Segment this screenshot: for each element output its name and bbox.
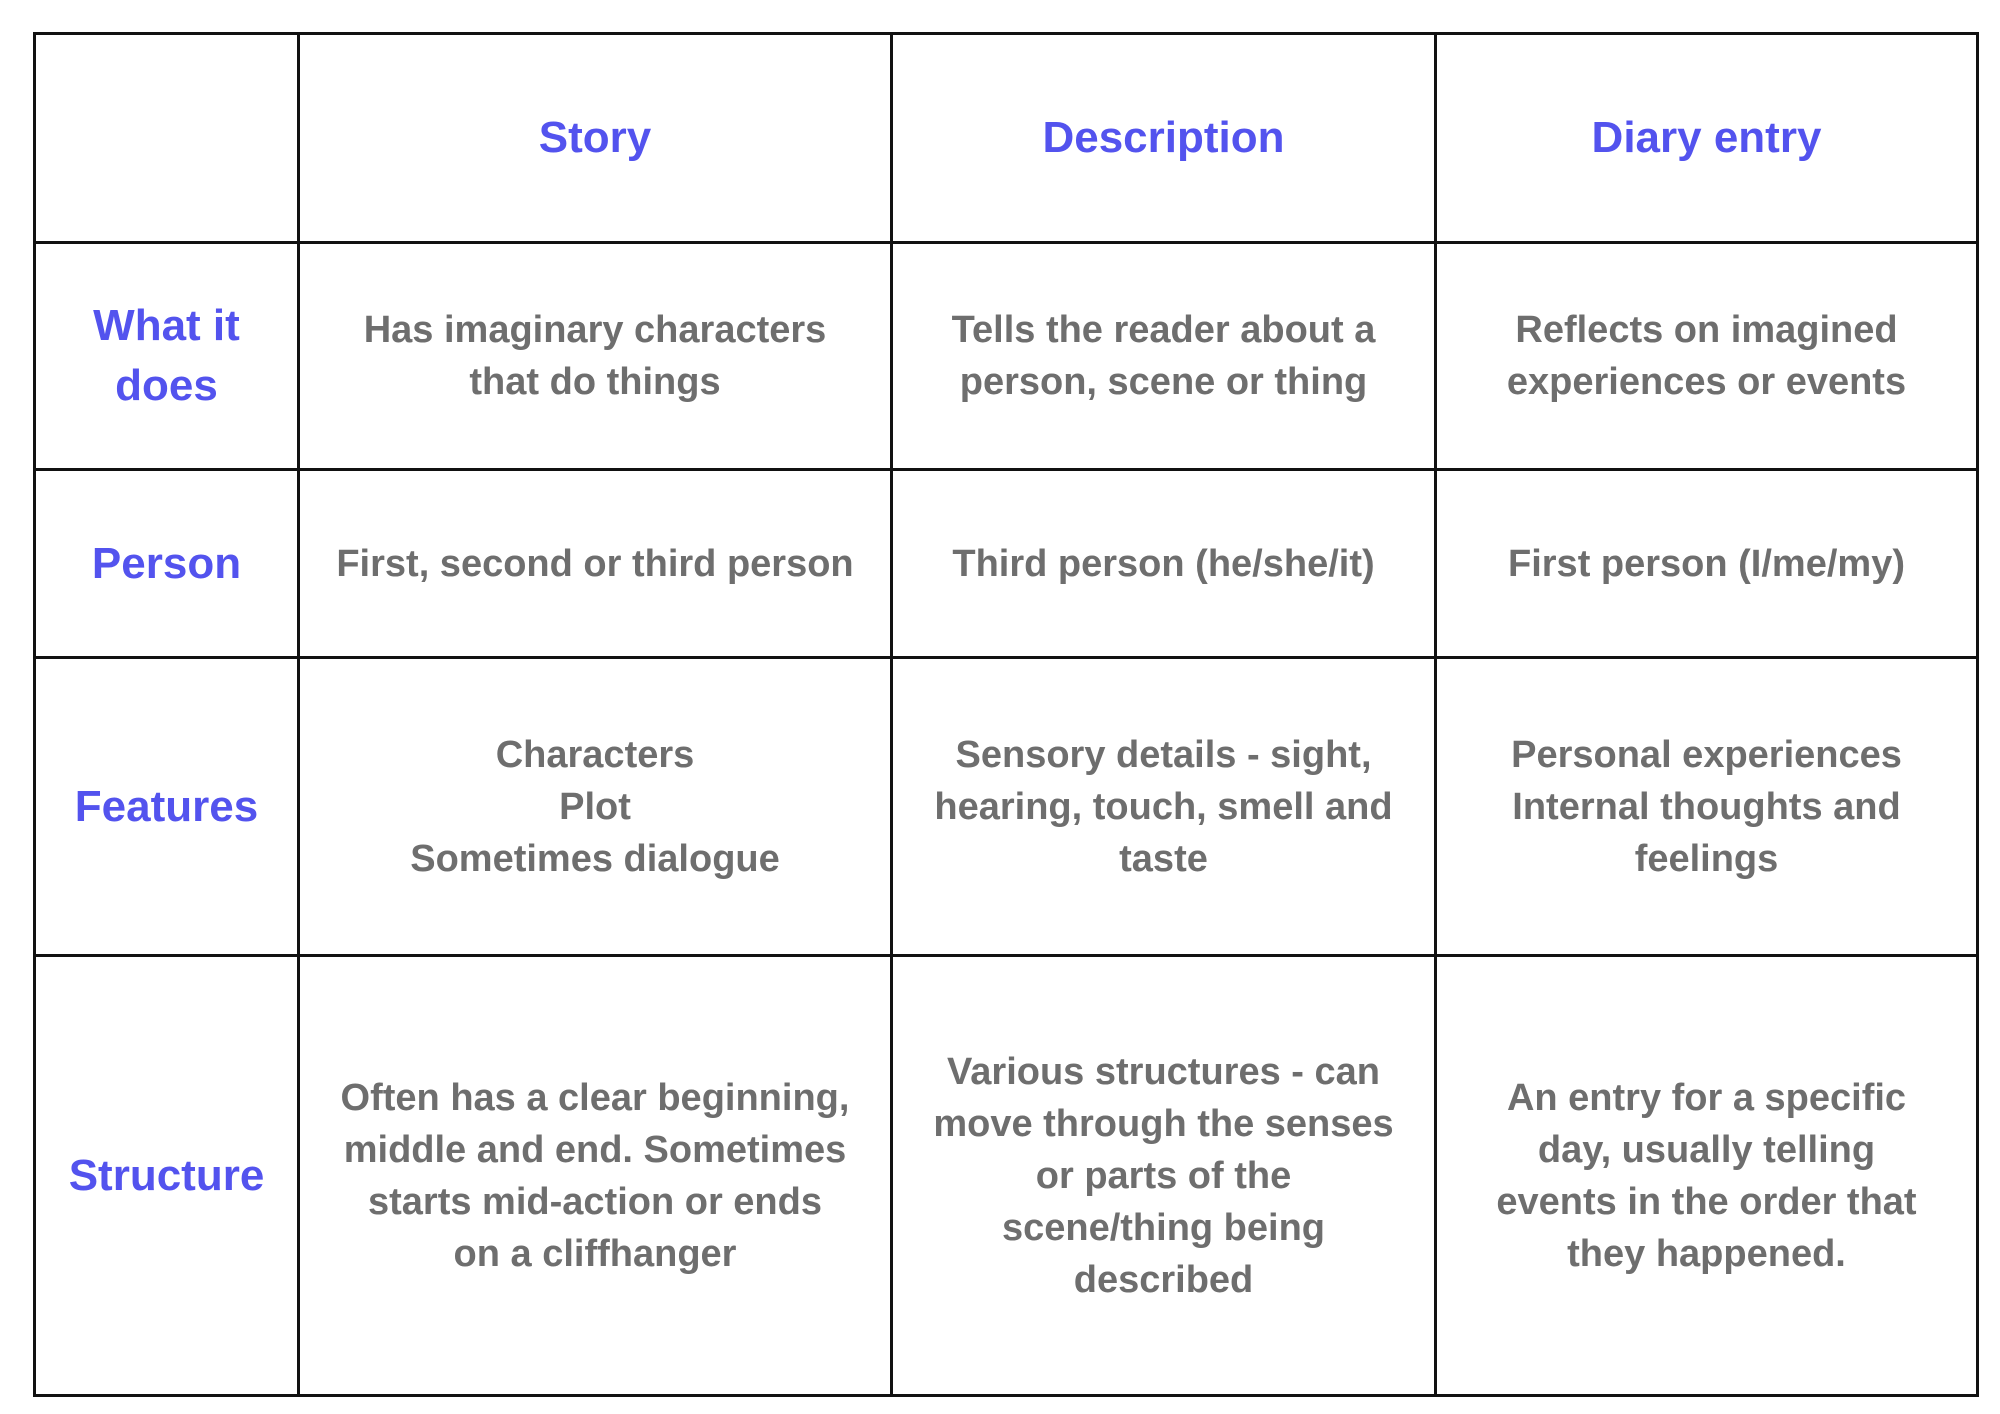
column-header: Diary entry xyxy=(1434,32,1979,244)
text-line: middle and end. Sometimes xyxy=(343,1128,847,1171)
text-line: Sensory details - sight, xyxy=(955,733,1372,776)
text-line: described xyxy=(1073,1258,1254,1301)
text-line: Sometimes dialogue xyxy=(410,837,780,880)
text-line: Reflects on imagined xyxy=(1515,309,1898,351)
table-row: Structure Often has a clear beginning, mid… xyxy=(33,954,1979,1397)
text-line: Third person (he/she/it) xyxy=(952,542,1375,585)
table-cell: Various structures - can move through the… xyxy=(890,954,1437,1397)
text-line: Features xyxy=(74,781,259,831)
text-line: hearing, touch, smell and xyxy=(934,785,1393,828)
table-row: Person First, second or third person Third… xyxy=(33,468,1979,659)
table-cell: First, second or third person xyxy=(297,468,893,659)
text-line: Various structures - can xyxy=(947,1050,1380,1093)
table-cell: Third person (he/she/it) xyxy=(890,468,1437,659)
text-line: Plot xyxy=(559,785,631,828)
text-line: taste xyxy=(1119,837,1208,880)
text-line: day, usually telling xyxy=(1537,1128,1876,1171)
table-cell: First person (I/me/my) xyxy=(1434,468,1979,659)
table-cell: An entry for a specific day, usually tell… xyxy=(1434,954,1979,1397)
text-line: or parts of the xyxy=(1035,1154,1292,1197)
table-cell: Often has a clear beginning, middle and e… xyxy=(297,954,893,1397)
text-line: Person xyxy=(91,538,242,588)
text-line: Structure xyxy=(68,1150,265,1200)
text-line: Tells the reader about a xyxy=(951,309,1376,351)
text-line: person, scene or thing xyxy=(959,361,1368,403)
column-header: Description xyxy=(890,32,1437,244)
corner-cell xyxy=(33,32,300,244)
text-line: on a cliffhanger xyxy=(453,1232,737,1275)
table-cell: Reflects on imagined experiences or event… xyxy=(1434,241,1979,471)
table-cell: Tells the reader about a person, scene or… xyxy=(890,241,1437,471)
column-header: Story xyxy=(297,32,893,244)
text-line: What it xyxy=(93,301,240,350)
row-header: Features xyxy=(33,656,300,957)
text-line: events in the order that xyxy=(1496,1180,1917,1223)
text-line: Personal experiences xyxy=(1511,733,1902,776)
text-line: that do things xyxy=(469,361,721,403)
text-line: feelings xyxy=(1634,837,1779,880)
row-header: Structure xyxy=(33,954,300,1397)
text-line: does xyxy=(115,361,218,410)
text-line: Internal thoughts and xyxy=(1512,785,1901,828)
row-header: What it does xyxy=(33,241,300,471)
text-line: First person (I/me/my) xyxy=(1508,542,1905,585)
text-line: An entry for a specific xyxy=(1506,1076,1907,1119)
text-line: they happened. xyxy=(1567,1232,1846,1275)
table-cell: Has imaginary characters that do things xyxy=(297,241,893,471)
text-line: move through the senses xyxy=(933,1102,1394,1145)
text-line: Characters xyxy=(495,733,695,776)
text-line: Has imaginary characters xyxy=(363,309,827,351)
table-row: What it does Has imaginary characters that … xyxy=(33,241,1979,471)
text-line: First, second or third person xyxy=(336,542,854,585)
text-line: starts mid-action or ends xyxy=(368,1180,822,1223)
text-line: Often has a clear beginning, xyxy=(340,1076,850,1119)
text-line: experiences or events xyxy=(1506,361,1907,403)
table-cell: Sensory details - sight, hearing, touch, … xyxy=(890,656,1437,957)
text-line: scene/thing being xyxy=(1001,1206,1326,1249)
row-header: Person xyxy=(33,468,300,659)
